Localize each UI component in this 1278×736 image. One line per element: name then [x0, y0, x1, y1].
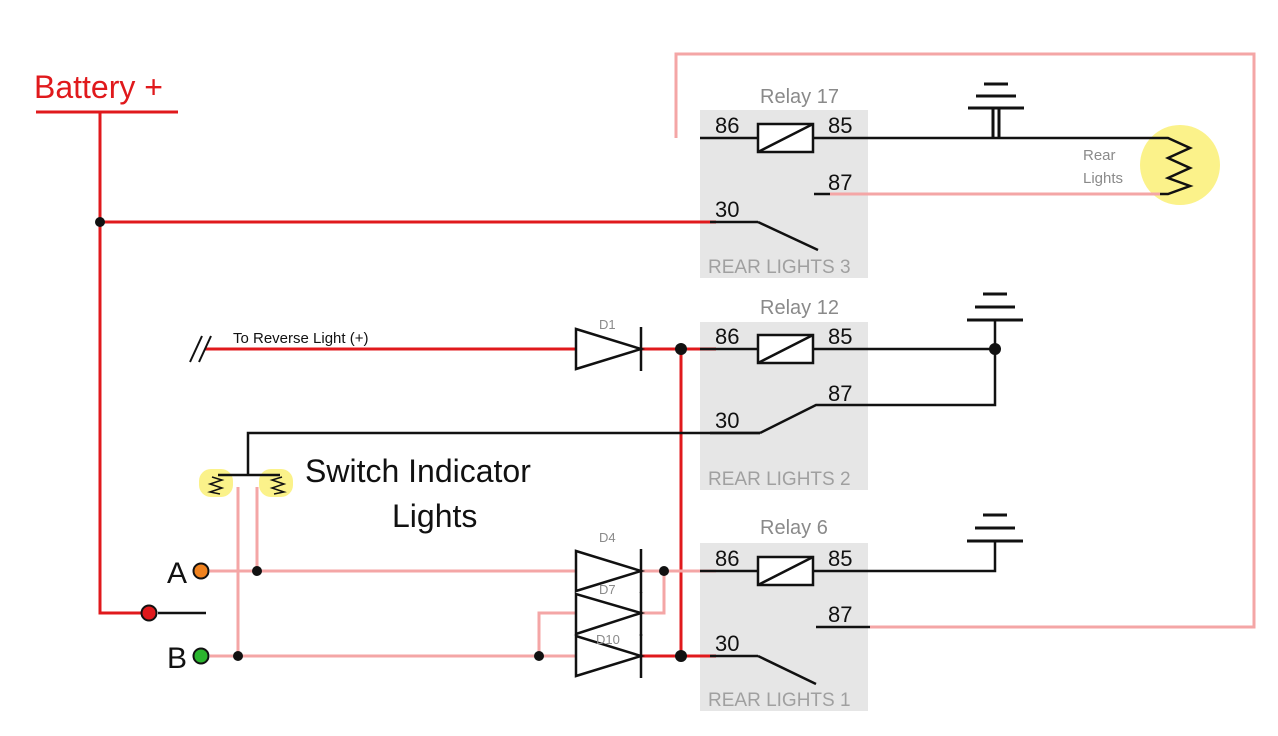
wire-break-symbol	[189, 335, 212, 363]
relay-6-pin-86: 86	[715, 546, 739, 571]
relay-17-subtitle: REAR LIGHTS 3	[708, 257, 851, 278]
diode-d7	[574, 592, 646, 636]
battery-wire	[36, 110, 716, 615]
relay-6-title: Relay 6	[760, 517, 828, 539]
diode-d10	[574, 634, 646, 678]
junction-dot	[534, 651, 544, 661]
relay-12-pin-87: 87	[828, 381, 852, 406]
ground-symbol-relay-12	[967, 292, 1023, 322]
switch-a-label: A	[167, 557, 187, 590]
relay-6-subtitle: REAR LIGHTS 1	[708, 690, 851, 711]
junction-dot	[95, 217, 105, 227]
junction-dot	[675, 343, 687, 355]
switch-b-label: B	[167, 642, 187, 675]
relay-17-pin-87: 87	[828, 170, 852, 195]
junction-dots	[95, 217, 1001, 662]
relay-6-pin-30: 30	[715, 631, 739, 656]
diode-d7-label: D7	[599, 582, 616, 597]
diode-d4-label: D4	[599, 530, 616, 545]
junction-dot	[233, 651, 243, 661]
relay-17-pin-30: 30	[715, 197, 739, 222]
relay-12-pin-86: 86	[715, 324, 739, 349]
indicator-light-right-highlight	[259, 469, 293, 497]
rear-lights-label-line1: Rear	[1083, 147, 1116, 164]
relay-12-pin-30: 30	[715, 408, 739, 433]
diode-d1	[574, 327, 646, 371]
ground-symbol-relay-6	[967, 513, 1023, 543]
reverse-light-label: To Reverse Light (+)	[233, 330, 368, 347]
relay-6-pin-87: 87	[828, 602, 852, 627]
ground-and-coil-wires	[158, 136, 1158, 686]
signal-wires	[210, 52, 1256, 658]
indicator-lamp-right-icon	[269, 476, 287, 495]
junction-dot	[659, 566, 669, 576]
indicator-lamp-left-icon	[207, 476, 225, 495]
junction-dot	[252, 566, 262, 576]
ground-symbol-relay-17	[968, 82, 1024, 138]
relay-12-title: Relay 12	[760, 297, 839, 319]
rear-lights-label-line2: Lights	[1083, 170, 1123, 187]
relay-12-coil	[756, 333, 815, 365]
relay-17-pin-86: 86	[715, 113, 739, 138]
diode-d1-label: D1	[599, 317, 616, 332]
relay-6-pin-85: 85	[828, 546, 852, 571]
relay-17-pin-85: 85	[828, 113, 852, 138]
relay-12-pin-85: 85	[828, 324, 852, 349]
diode-d10-label: D10	[596, 632, 620, 647]
relay-17-coil	[756, 122, 815, 154]
diode-d4	[574, 549, 646, 593]
relay-17-title: Relay 17	[760, 86, 839, 108]
switch-a-led	[192, 562, 210, 580]
junction-dot	[675, 650, 687, 662]
battery-label: Battery +	[34, 69, 163, 105]
switch-indicator-label-line2: Lights	[392, 498, 477, 534]
rear-lights-highlight	[1140, 125, 1220, 205]
switch-b-led	[192, 647, 210, 665]
switch-indicator-label-line1: Switch Indicator	[305, 453, 531, 489]
rear-lights-lamp-icon	[1158, 136, 1194, 196]
relay-6-coil	[756, 555, 815, 587]
relay-12-subtitle: REAR LIGHTS 2	[708, 469, 851, 490]
junction-dot	[989, 343, 1001, 355]
battery-switch-led	[140, 604, 158, 622]
